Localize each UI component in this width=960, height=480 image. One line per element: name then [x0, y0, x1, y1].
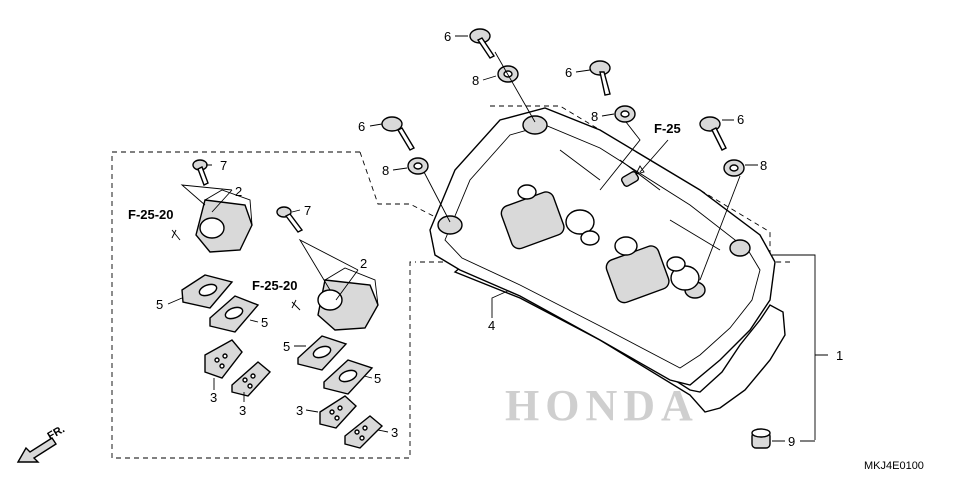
- leader-2b: [298, 238, 359, 301]
- leader-2a: [180, 184, 233, 213]
- callout-3a: 3: [210, 390, 217, 405]
- f25-arrow: [639, 139, 669, 173]
- front-direction-arrow: [16, 437, 57, 463]
- plug-cap-2-a: [195, 189, 253, 253]
- callout-9: 9: [788, 434, 795, 449]
- plug-cap-2-b: [317, 267, 379, 331]
- callout-5a: 5: [156, 297, 163, 312]
- diagram-code: MKJ4E0100: [864, 460, 924, 472]
- leader-1: [772, 254, 828, 440]
- f25-arrowhead: [635, 165, 645, 175]
- callout-3b: 3: [239, 403, 246, 418]
- group-box-left: [111, 151, 416, 459]
- bolt-6-b: [589, 60, 611, 96]
- callout-5b: 5: [261, 315, 268, 330]
- bolt-6-c: [381, 116, 415, 151]
- callout-8c: 8: [382, 163, 389, 178]
- seal-5-c: [297, 335, 348, 371]
- callout-2a: 2: [235, 184, 242, 199]
- callout-1: 1: [836, 348, 843, 363]
- callout-8d: 8: [760, 158, 767, 173]
- front-direction-label: FR.: [46, 423, 67, 442]
- leader-6c-to-cover: [423, 171, 451, 223]
- gasket-3-a: [204, 339, 243, 379]
- washer-8-d: [723, 159, 745, 177]
- seal-5-a: [181, 274, 234, 309]
- callout-8a: 8: [472, 73, 479, 88]
- bolt-6-a: [469, 28, 496, 59]
- leader-6b-to-cover: [599, 121, 641, 191]
- seal-5-b: [209, 295, 260, 333]
- leaders-left-group: [167, 164, 389, 433]
- callout-6d: 6: [737, 112, 744, 127]
- leader-6a-to-cover: [494, 51, 536, 123]
- washer-8-b: [614, 105, 636, 123]
- callout-6a: 6: [444, 29, 451, 44]
- washer-8-c: [407, 157, 429, 175]
- callout-8b: 8: [591, 109, 598, 124]
- f2520b-arrow: [291, 299, 301, 311]
- seal-5-d: [323, 359, 374, 395]
- honda-watermark: HONDA: [505, 381, 699, 430]
- callout-7b: 7: [304, 203, 311, 218]
- leader-group-to-cover: [359, 151, 446, 223]
- callout-7a: 7: [220, 158, 227, 173]
- f2520a-arrow: [171, 229, 181, 241]
- reference-f2520-a: F-25-20: [128, 207, 174, 222]
- callout-4: 4: [488, 318, 495, 333]
- callout-6b: 6: [565, 65, 572, 80]
- callout-5d: 5: [374, 371, 381, 386]
- callout-3d: 3: [391, 425, 398, 440]
- bolt-7-a: [192, 159, 209, 186]
- leader-6d-to-cover: [699, 175, 741, 281]
- reference-f25: F-25: [654, 121, 681, 136]
- bushing-9: [751, 428, 771, 449]
- callout-3c: 3: [296, 403, 303, 418]
- cylinder-head-cover: [429, 107, 776, 386]
- callout-5c: 5: [283, 339, 290, 354]
- gasket-3-d: [344, 415, 384, 449]
- bolt-7-b: [276, 206, 304, 233]
- reference-f2520-b: F-25-20: [252, 278, 298, 293]
- callout-6c: 6: [358, 119, 365, 134]
- callout-2b: 2: [360, 256, 367, 271]
- gasket-3-c: [319, 395, 357, 429]
- gasket-3-b: [231, 361, 272, 397]
- bolt-6-d: [699, 116, 727, 151]
- leaders-6-8: [369, 35, 758, 171]
- leader-4: [491, 289, 511, 318]
